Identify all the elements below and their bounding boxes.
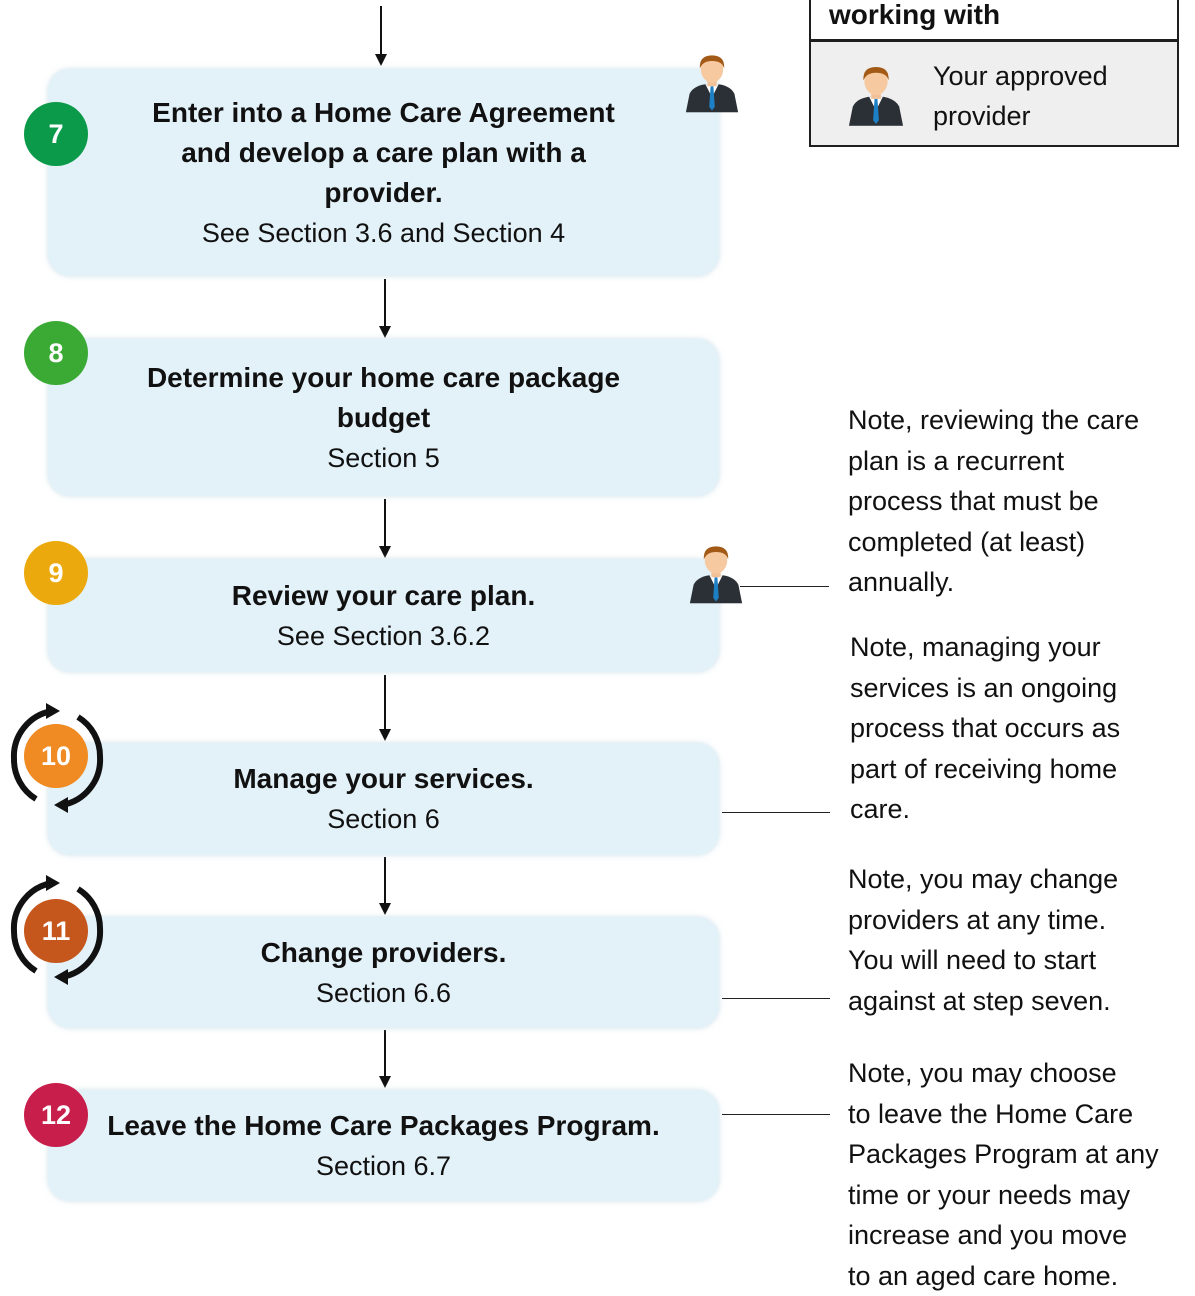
down-arrow-icon (376, 1030, 394, 1090)
note-leave-program: Note, you may choose to leave the Home C… (848, 1053, 1159, 1296)
note-line: plan is a recurrent (848, 441, 1139, 482)
step-title-line: Change providers. (261, 933, 507, 973)
step-box-10: Manage your services. Section 6 (48, 743, 719, 855)
step-box-12: Leave the Home Care Packages Program. Se… (48, 1090, 719, 1201)
down-arrow-icon (376, 857, 394, 917)
step-title-line: Enter into a Home Care Agreement (152, 93, 615, 133)
step-title: Enter into a Home Care Agreement and dev… (152, 93, 615, 213)
note-line: process that must be (848, 481, 1139, 522)
step-title-line: budget (147, 398, 620, 438)
step-number-8: 8 (24, 321, 88, 385)
step-title-line: provider. (152, 173, 615, 213)
step-title-line: Determine your home care package (147, 358, 620, 398)
down-arrow-icon (376, 675, 394, 743)
note-line: against at step seven. (848, 981, 1118, 1022)
step-reference: Section 6.6 (316, 973, 451, 1013)
down-arrow-icon (372, 6, 390, 68)
legend-label: Your approved provider (933, 56, 1108, 136)
step-reference: Section 6 (327, 799, 440, 839)
note-line: increase and you move (848, 1215, 1159, 1256)
note-line: care. (850, 789, 1120, 830)
step-number-9: 9 (24, 541, 88, 605)
down-arrow-icon (376, 279, 394, 340)
note-line: Note, managing your (850, 627, 1120, 668)
step-box-11: Change providers. Section 6.6 (48, 917, 719, 1028)
step-title: Review your care plan. (232, 576, 535, 616)
note-line: time or your needs may (848, 1175, 1159, 1216)
step-number-11: 11 (24, 899, 88, 963)
legend-title: working with (829, 0, 1000, 32)
step-title-line: Leave the Home Care Packages Program. (107, 1106, 659, 1146)
step-box-7: Enter into a Home Care Agreement and dev… (48, 69, 719, 276)
step-reference: Section 5 (327, 438, 440, 478)
note-line: annually. (848, 562, 1139, 603)
legend-box: working with Your approved provider (809, 0, 1179, 147)
provider-person-icon (684, 52, 740, 113)
note-line: You will need to start (848, 940, 1118, 981)
note-line: Note, you may choose (848, 1053, 1159, 1094)
step-box-8: Determine your home care package budget … (48, 339, 719, 496)
step-title-line: and develop a care plan with a (152, 133, 615, 173)
note-line: part of receiving home (850, 749, 1120, 790)
step-title-line: Manage your services. (233, 759, 533, 799)
note-line: to leave the Home Care (848, 1094, 1159, 1135)
note-line: Note, reviewing the care (848, 400, 1139, 441)
note-line: Packages Program at any (848, 1134, 1159, 1175)
step-title-line: Review your care plan. (232, 576, 535, 616)
step-box-9: Review your care plan. See Section 3.6.2 (48, 559, 719, 672)
step-title: Determine your home care package budget (147, 358, 620, 438)
step-reference: Section 6.7 (316, 1146, 451, 1186)
provider-person-icon (688, 543, 744, 604)
step-reference: See Section 3.6 and Section 4 (202, 213, 565, 253)
legend-label-line: Your approved (933, 56, 1108, 96)
note-line: process that occurs as (850, 708, 1120, 749)
note-line: completed (at least) (848, 522, 1139, 563)
note-connector (740, 586, 829, 587)
note-line: to an aged care home. (848, 1256, 1159, 1296)
note-connector (722, 998, 830, 999)
step-number-12: 12 (24, 1083, 88, 1147)
note-line: services is an ongoing (850, 668, 1120, 709)
note-change-providers: Note, you may change providers at any ti… (848, 859, 1118, 1021)
note-review-care-plan: Note, reviewing the care plan is a recur… (848, 400, 1139, 603)
step-reference: See Section 3.6.2 (277, 616, 490, 656)
step-title: Change providers. (261, 933, 507, 973)
provider-person-icon (847, 64, 905, 126)
legend-header: working with (811, 0, 1177, 42)
note-line: Note, you may change (848, 859, 1118, 900)
step-number-10: 10 (24, 724, 88, 788)
note-manage-services: Note, managing your services is an ongoi… (850, 627, 1120, 830)
note-line: providers at any time. (848, 900, 1118, 941)
step-title: Manage your services. (233, 759, 533, 799)
down-arrow-icon (376, 499, 394, 560)
step-number-7: 7 (24, 102, 88, 166)
legend-label-line: provider (933, 96, 1108, 136)
note-connector (722, 1114, 830, 1115)
note-connector (722, 812, 830, 813)
step-title: Leave the Home Care Packages Program. (107, 1106, 659, 1146)
